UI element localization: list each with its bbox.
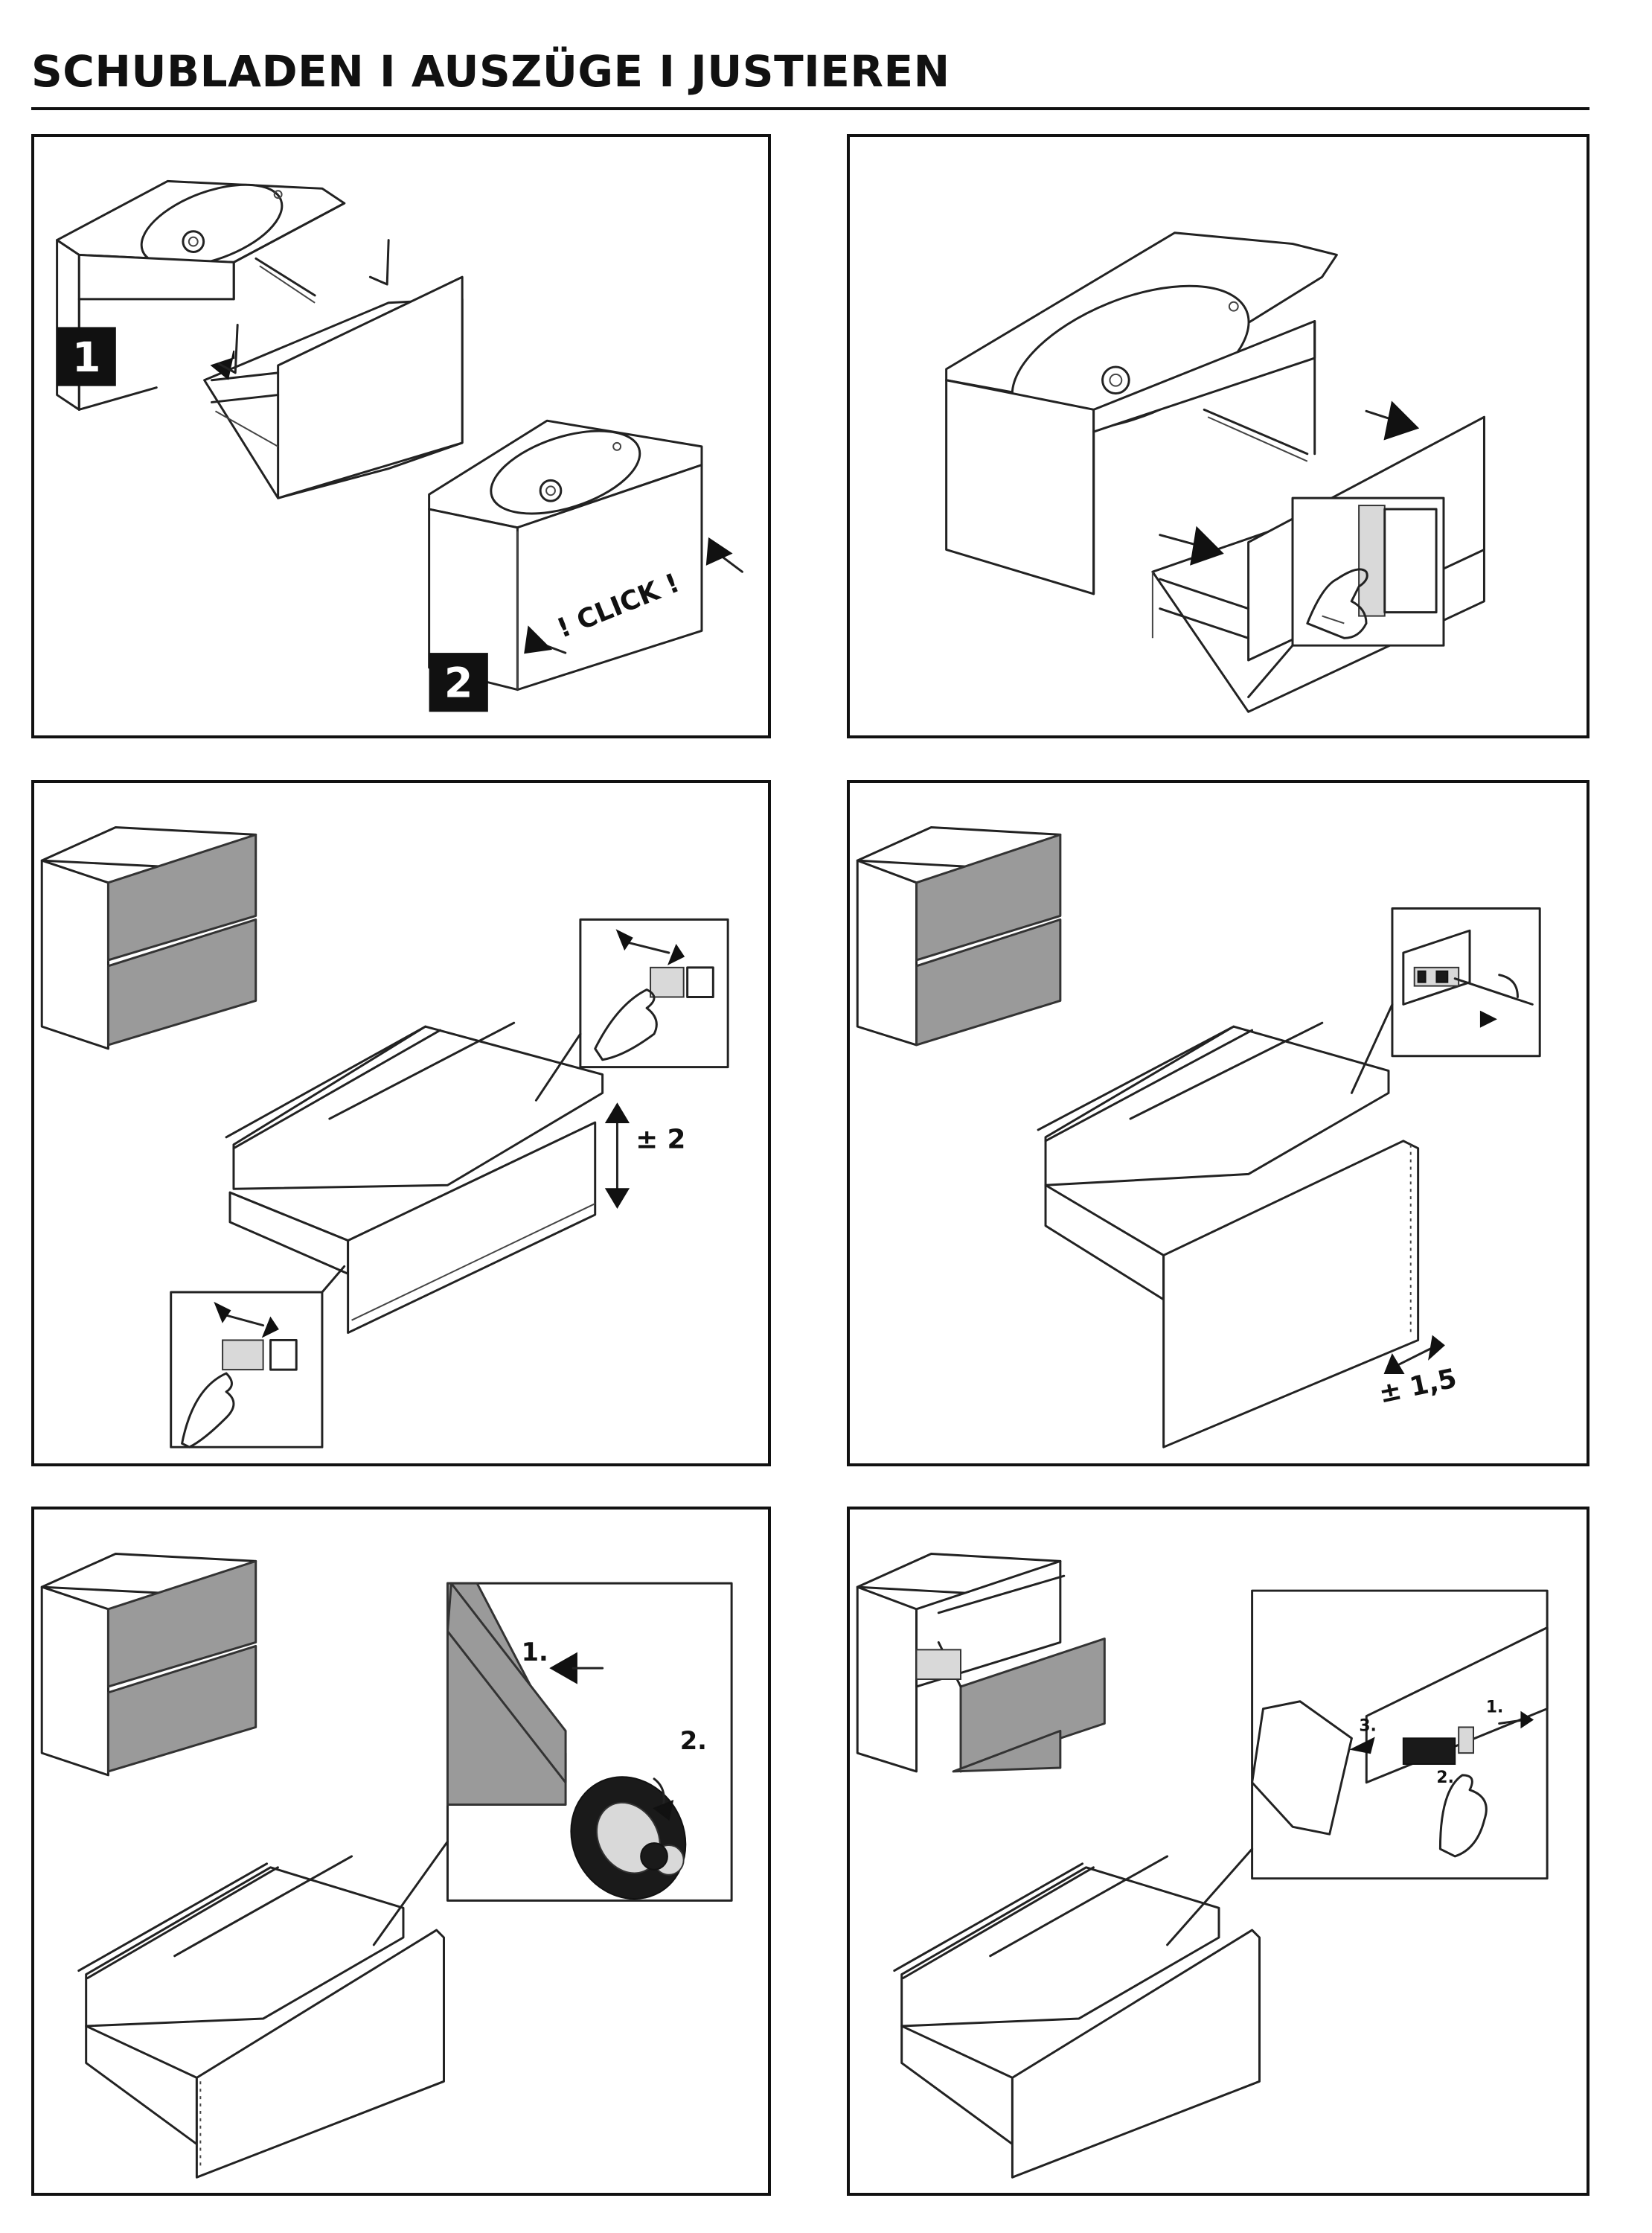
side-adjust-arrow xyxy=(1383,1335,1445,1375)
panel-height-adjust: ± 2 xyxy=(31,780,771,1466)
chest-of-drawers xyxy=(856,825,1062,1047)
rotate-arrow xyxy=(653,1777,674,1821)
step-label-2: 2. xyxy=(1436,1769,1453,1787)
chest-of-drawers xyxy=(40,825,257,1050)
step-badge-1: 1 xyxy=(57,327,116,386)
drawer-remove-illustration xyxy=(945,231,1485,713)
step-label-3: 3. xyxy=(1359,1716,1376,1735)
step-label-1: 1. xyxy=(1486,1699,1503,1717)
title-divider xyxy=(31,107,1589,110)
panel-drawer-insert: 1 ! CLICK ! 2 xyxy=(31,134,771,738)
push-arrow-right xyxy=(705,537,743,573)
height-adjust-arrow xyxy=(604,1102,630,1209)
pull-arrow-right xyxy=(1365,400,1420,441)
tilt-adjust-illustration: 1. 2. xyxy=(40,1552,733,2179)
detail-inset xyxy=(1166,1589,1549,1946)
svg-text:1: 1 xyxy=(72,334,101,382)
step-badge-2: 2 xyxy=(429,653,488,712)
step-label-2: 2. xyxy=(680,1726,707,1755)
front-removal-illustration: 3. 1. 2. xyxy=(856,1552,1549,2179)
drawer-open xyxy=(893,1855,1261,2179)
panel-drawer-remove xyxy=(847,134,1589,738)
chest-of-drawers xyxy=(40,1552,257,1777)
arrow-down-right xyxy=(368,239,390,286)
vanity-cabinet-open xyxy=(945,231,1338,595)
detail-inset-bottom xyxy=(170,1265,346,1448)
detail-inset-top xyxy=(534,918,729,1102)
arrow-3 xyxy=(1349,1737,1375,1754)
panel-side-adjust: ± 1,5 xyxy=(847,780,1589,1466)
arrow-1 xyxy=(1498,1710,1534,1729)
step-label-1: 1. xyxy=(522,1638,548,1667)
vanity-cabinet-closed xyxy=(428,419,703,691)
svg-text:2: 2 xyxy=(444,660,473,708)
chest-of-drawers-open xyxy=(856,1552,1106,1773)
panel-front-removal: 3. 1. 2. xyxy=(847,1507,1589,2196)
vanity-cabinet-open xyxy=(56,179,346,411)
arrow-down-left xyxy=(210,324,239,380)
slide-arrow xyxy=(549,1652,604,1684)
drawer-open xyxy=(1037,1021,1420,1448)
pull-arrow-left xyxy=(1159,525,1224,566)
adjust-label: ± 2 xyxy=(635,1125,685,1155)
drawer-front xyxy=(203,275,464,499)
detail-inset xyxy=(372,1582,733,1946)
release-detail-inset xyxy=(1247,496,1445,698)
drawer-open xyxy=(225,1021,604,1335)
drawer-open xyxy=(77,1855,445,2179)
detail-inset xyxy=(1350,907,1541,1094)
panel-tilt-adjust: 1. 2. xyxy=(31,1507,771,2196)
push-arrow-left xyxy=(524,625,567,654)
height-adjust-illustration: ± 2 xyxy=(40,825,729,1448)
side-adjust-illustration: ± 1,5 xyxy=(856,825,1541,1448)
page-title: SCHUBLADEN I AUSZÜGE I JUSTIEREN xyxy=(31,46,950,97)
drawer-insert-illustration: 1 ! CLICK ! 2 xyxy=(56,179,743,712)
